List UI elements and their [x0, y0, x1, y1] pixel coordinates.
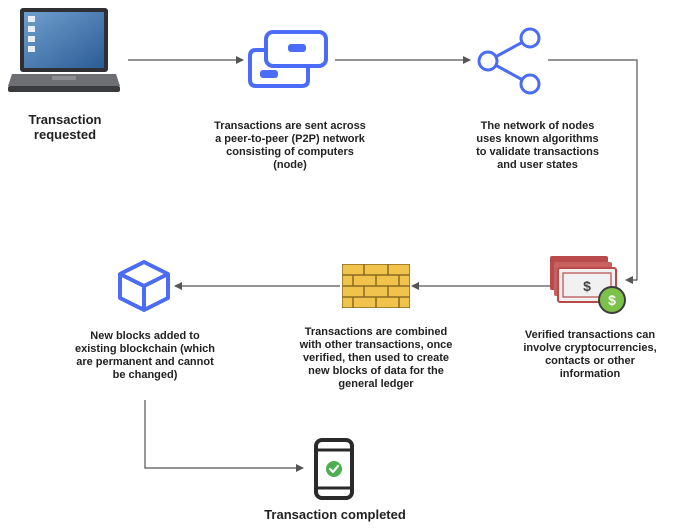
- p2p-network-icon: [246, 28, 334, 94]
- brick-wall-icon: [341, 263, 411, 309]
- arrow-blocks-to-completed: [144, 400, 304, 472]
- share-nodes-icon: [474, 26, 546, 96]
- coin-dollar-sign: $: [608, 292, 616, 308]
- arrow-validate-to-verified: [548, 59, 638, 284]
- caption-transaction-requested: Transaction requested: [28, 112, 102, 142]
- caption-new-blocks-added: New blocks added to existing blockchain …: [75, 330, 215, 381]
- smartphone-check-icon: [312, 438, 356, 500]
- caption-transactions-combined: Transactions are combined with other tra…: [299, 326, 453, 390]
- cube-icon: [114, 258, 174, 314]
- caption-validate-transactions: The network of nodes uses known algorith…: [476, 120, 599, 171]
- caption-transaction-completed: Transaction completed: [264, 507, 406, 522]
- caption-verified-transactions: Verified transactions can involve crypto…: [523, 329, 657, 380]
- money-bills-icon: $ $: [548, 254, 628, 316]
- laptop-icon: [8, 6, 120, 98]
- bill-dollar-sign: $: [583, 278, 591, 294]
- caption-p2p-network: Transactions are sent across a peer-to-p…: [214, 120, 366, 171]
